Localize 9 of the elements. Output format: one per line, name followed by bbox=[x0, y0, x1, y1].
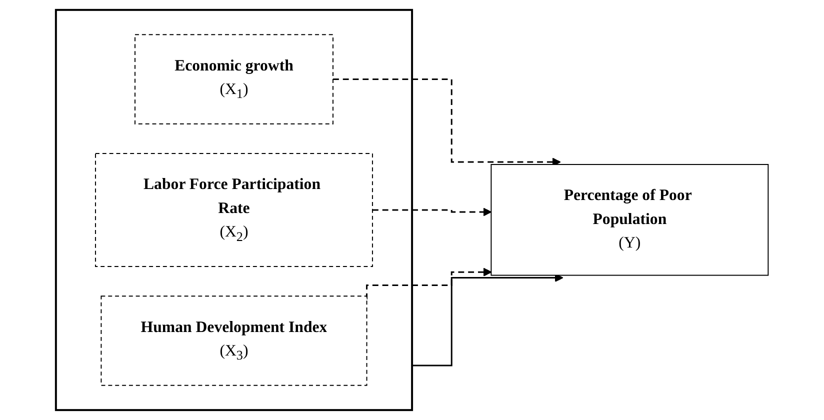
node-box: Labor Force Participation Rate (X$_{2}$) bbox=[94, 153, 373, 267]
cluster bbox=[54, 8, 413, 412]
arrow bbox=[411, 273, 564, 366]
arrow bbox=[332, 78, 561, 166]
arrow bbox=[366, 268, 492, 300]
node-box: Human Development Index (X$_{3}$) bbox=[100, 296, 368, 386]
node-box: Economic growth (X$_{1}$) bbox=[134, 34, 334, 124]
node-box: Percentage of Poor Population (Y) bbox=[490, 164, 769, 276]
arrow bbox=[372, 208, 492, 216]
